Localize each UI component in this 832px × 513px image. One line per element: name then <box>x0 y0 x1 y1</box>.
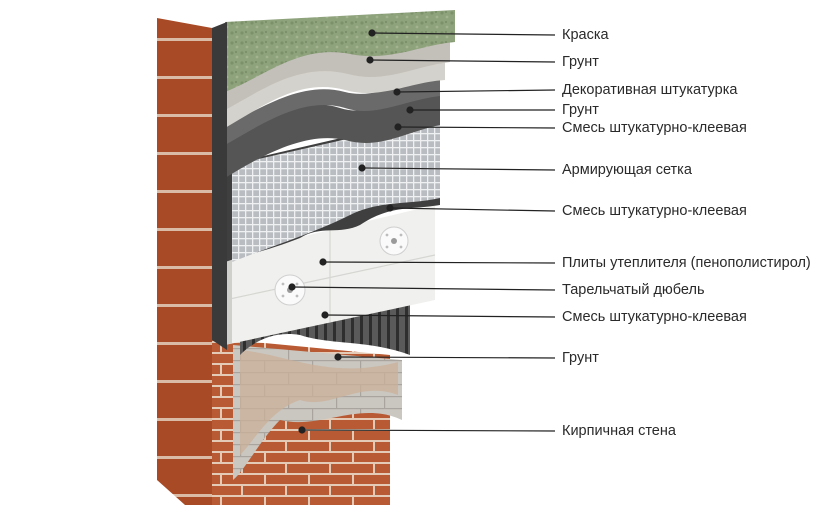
label-paint: Краска <box>562 27 609 43</box>
label-adhesive-mix-mid: Смесь штукатурно-клеевая <box>562 203 747 219</box>
label-decorative-plaster: Декоративная штукатурка <box>562 82 738 98</box>
primer-mid-layer <box>225 78 440 145</box>
label-primer-mid: Грунт <box>562 102 599 118</box>
leader-lines <box>288 29 556 434</box>
facade-edge-strip <box>212 22 227 350</box>
decorative-plaster-layer <box>225 58 445 128</box>
label-reinforcing-mesh: Армирующая сетка <box>562 162 692 178</box>
primer-bottom-stain <box>240 350 398 455</box>
label-primer-bottom: Грунт <box>562 350 599 366</box>
plate-dowel <box>274 274 306 306</box>
reinforcing-mesh-layer <box>232 118 440 262</box>
adhesive-mix-top-layer <box>225 90 440 178</box>
label-brick-wall: Кирпичная стена <box>562 423 676 439</box>
paint-layer <box>225 10 455 92</box>
label-plate-dowel: Тарельчатый дюбель <box>562 282 705 298</box>
plate-dowel-2 <box>379 226 409 256</box>
label-adhesive-mix-bottom: Смесь штукатурно-клеевая <box>562 309 747 325</box>
label-insulation-boards: Плиты утеплителя (пенополистирол) <box>562 255 811 271</box>
label-adhesive-mix-top: Смесь штукатурно-клеевая <box>562 120 747 136</box>
label-primer-top: Грунт <box>562 54 599 70</box>
